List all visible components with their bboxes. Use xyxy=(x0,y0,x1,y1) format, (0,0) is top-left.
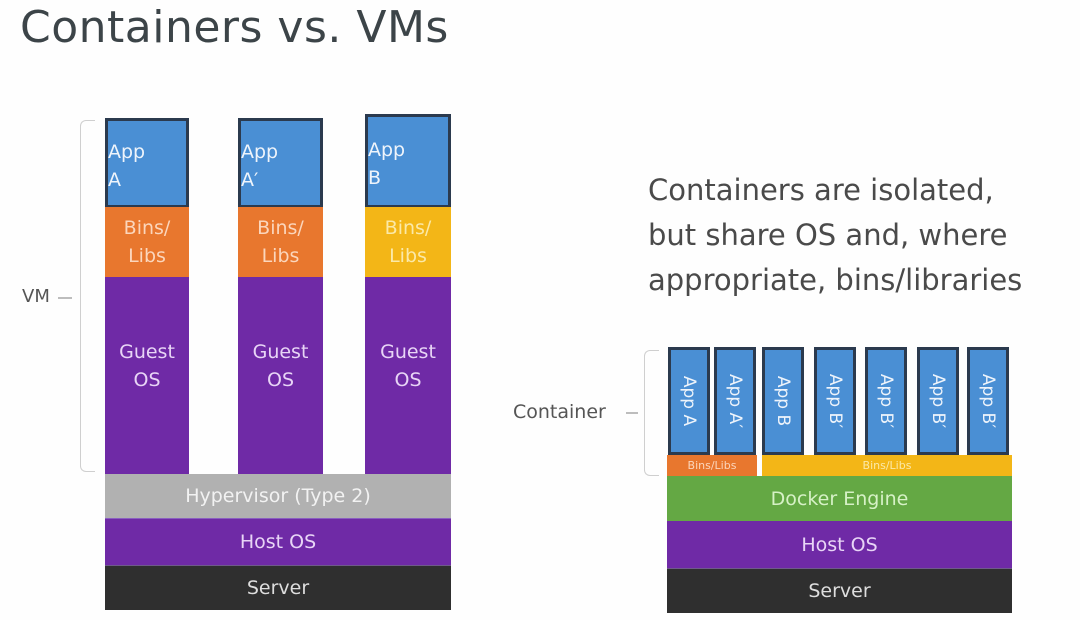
container-app: App B′ xyxy=(814,347,856,455)
vm-app-a-prime: App A′ xyxy=(238,118,323,208)
container-app-label: App B xyxy=(773,375,793,427)
vm-app-a: App A xyxy=(105,118,189,208)
guest-line2: OS xyxy=(394,368,422,391)
app-line1: App xyxy=(241,141,279,163)
app-line2: A′ xyxy=(241,169,259,191)
bins-line1: Bins/ xyxy=(257,217,304,239)
bins-line2: Libs xyxy=(261,245,300,267)
container-app-label: App B′ xyxy=(978,373,998,429)
app-line2: A xyxy=(108,169,121,191)
container-app-label: App B′ xyxy=(928,373,948,429)
bins-line2: Libs xyxy=(389,245,427,267)
page-title: Containers vs. VMs xyxy=(20,2,449,53)
guest-line2: OS xyxy=(266,368,294,391)
container-server: Server xyxy=(667,568,1012,613)
container-bins-libs-a: Bins/Libs xyxy=(667,455,757,476)
docker-engine: Docker Engine xyxy=(667,476,1012,521)
container-brace xyxy=(644,350,659,476)
container-app: App A′ xyxy=(714,347,756,455)
container-app: App B′ xyxy=(917,347,959,455)
vm-label-connector xyxy=(58,297,72,299)
container-app-label: App A xyxy=(679,375,699,427)
vm-hypervisor: Hypervisor (Type 2) xyxy=(105,474,451,518)
bins-line1: Bins/ xyxy=(384,217,432,239)
vm-bins-libs-b: Bins/ Libs xyxy=(365,207,451,277)
app-line1: App xyxy=(368,139,406,161)
guest-line1: Guest xyxy=(252,340,309,363)
vm-bins-libs-a: Bins/ Libs xyxy=(105,207,189,277)
vm-host-os: Host OS xyxy=(105,518,451,565)
description-line: appropriate, bins/libraries xyxy=(648,263,1023,297)
guest-line1: Guest xyxy=(380,340,436,363)
container-description: Containers are isolated, but share OS an… xyxy=(648,168,1022,303)
vm-label: VM xyxy=(22,286,50,307)
vm-app-b: App B xyxy=(365,114,451,208)
vm-brace xyxy=(80,120,95,472)
container-app: App B′ xyxy=(865,347,907,455)
description-line: but share OS and, where xyxy=(648,218,1008,252)
bins-line1: Bins/ xyxy=(123,217,171,239)
vm-guest-os-b: Guest OS xyxy=(365,277,451,474)
guest-line1: Guest xyxy=(119,340,175,363)
vm-guest-os-a: Guest OS xyxy=(105,277,189,474)
container-label: Container xyxy=(513,401,606,423)
app-line1: App xyxy=(108,141,146,163)
vm-server: Server xyxy=(105,565,451,610)
description-line: Containers are isolated, xyxy=(648,173,994,207)
container-label-connector xyxy=(626,412,638,414)
container-app: App B xyxy=(762,347,804,455)
app-line2: B xyxy=(368,167,382,189)
container-app-label: App B′ xyxy=(876,373,896,429)
container-bins-libs-b: Bins/Libs xyxy=(762,455,1012,476)
container-app: App B′ xyxy=(967,347,1009,455)
vm-guest-os-a-prime: Guest OS xyxy=(238,277,323,474)
bins-line2: Libs xyxy=(128,245,166,267)
vm-bins-libs-a-prime: Bins/ Libs xyxy=(238,207,323,277)
guest-line2: OS xyxy=(133,368,161,391)
container-app-label: App A′ xyxy=(725,373,745,429)
container-app: App A xyxy=(668,347,710,455)
container-host-os: Host OS xyxy=(667,521,1012,568)
container-app-label: App B′ xyxy=(825,373,845,429)
